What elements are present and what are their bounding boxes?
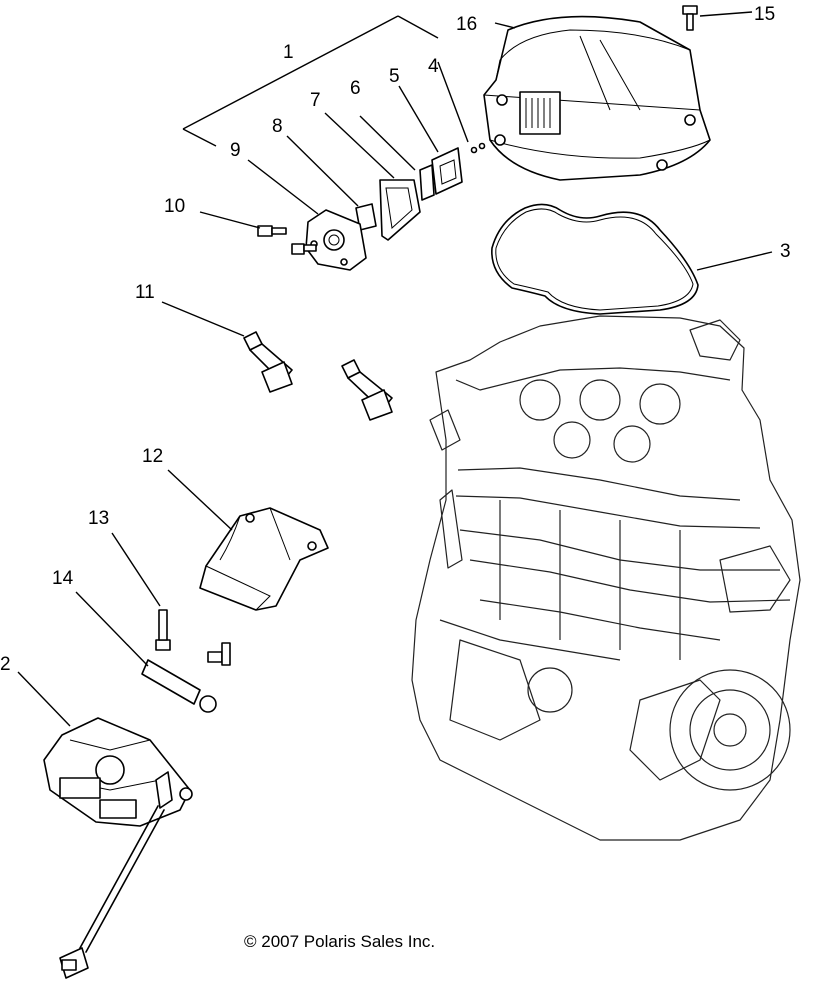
gasket-7-part[interactable] xyxy=(379,179,421,241)
breather-fitting-4-part[interactable] xyxy=(470,142,486,154)
bolt-10a-part[interactable] xyxy=(257,225,287,237)
seal-6-part[interactable] xyxy=(419,164,435,201)
callout-1-bracket xyxy=(182,15,439,147)
callout-8: 8 xyxy=(272,116,283,137)
bolt-10b-part[interactable] xyxy=(291,243,317,255)
callout-12: 12 xyxy=(142,446,163,467)
bolt-15-part[interactable] xyxy=(682,5,698,31)
callout-10: 10 xyxy=(164,196,185,217)
intake-boot-12-part[interactable] xyxy=(199,507,329,611)
valve-cover-part[interactable] xyxy=(483,15,711,181)
callout-16: 16 xyxy=(456,14,477,35)
bolt-13b-part[interactable] xyxy=(207,642,231,666)
throttle-body-2-part[interactable] xyxy=(43,717,193,827)
engine-assembly xyxy=(411,315,801,841)
spark-plug-11b-part[interactable] xyxy=(341,359,393,421)
callout-7: 7 xyxy=(310,90,321,111)
plate-5-part[interactable] xyxy=(431,147,463,195)
copyright-notice: © 2007 Polaris Sales Inc. xyxy=(244,932,435,951)
callout-11: 11 xyxy=(135,282,155,303)
callout-15: 15 xyxy=(754,4,775,25)
callout-5: 5 xyxy=(389,66,400,87)
callout-1: 1 xyxy=(283,42,294,63)
bolt-13a-part[interactable] xyxy=(155,609,171,651)
spark-plug-11a-part[interactable] xyxy=(243,331,293,393)
clamp-14-part[interactable] xyxy=(141,659,217,713)
callout-3: 3 xyxy=(780,241,791,262)
callout-4: 4 xyxy=(428,56,439,77)
cover-gasket-part[interactable] xyxy=(491,203,699,315)
housing-9-part[interactable] xyxy=(305,209,367,271)
callout-14: 14 xyxy=(52,568,74,589)
callout-13: 13 xyxy=(88,508,109,529)
callout-6: 6 xyxy=(350,78,361,99)
throttle-cable-part[interactable] xyxy=(59,805,165,979)
callout-9: 9 xyxy=(230,140,241,161)
callout-2: 2 xyxy=(0,654,11,675)
